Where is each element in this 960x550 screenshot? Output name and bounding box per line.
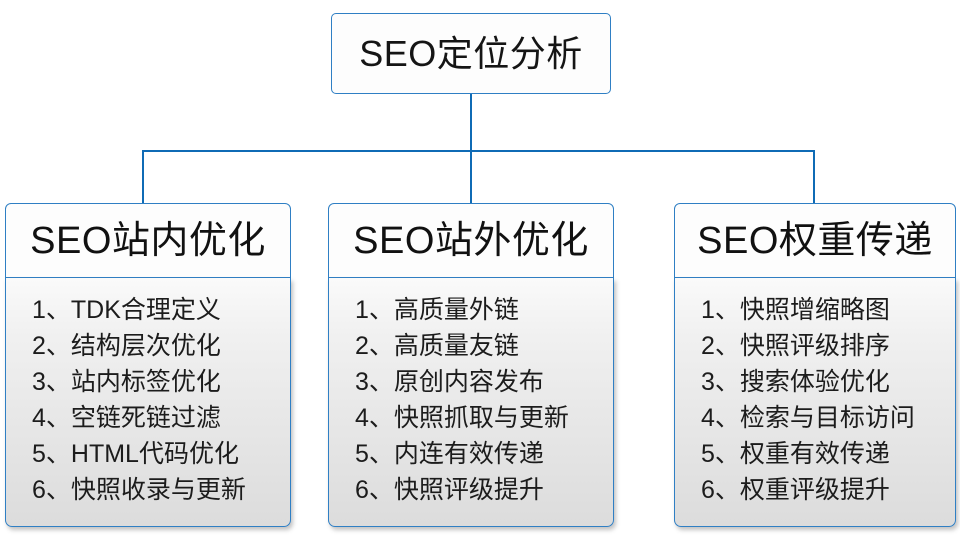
branch-column-2: SEO站外优化 1、 高质量外链 2、 高质量友链 3、 原创内容发布 4、 快	[328, 203, 614, 527]
list-item-index: 4、	[701, 404, 740, 432]
list-item: 4、 检索与目标访问	[675, 400, 955, 436]
list-item-label: 快照抓取与更新	[393, 404, 569, 432]
list-item: 1、 高质量外链	[329, 292, 613, 328]
list-item-label: 快照评级提升	[393, 476, 544, 504]
list-item-label: 结构层次优化	[70, 332, 221, 360]
connector-horizontal-bus	[142, 150, 815, 152]
list-item: 4、 空链死链过滤	[6, 400, 290, 436]
connector-branch-1-vertical	[142, 150, 144, 204]
list-item-label: 原创内容发布	[393, 368, 544, 396]
root-node: SEO定位分析	[331, 13, 611, 94]
list-item: 5、 权重有效传递	[675, 436, 955, 472]
list-item: 2、 结构层次优化	[6, 328, 290, 364]
list-item-label: 空链死链过滤	[70, 404, 221, 432]
list-item: 2、 高质量友链	[329, 328, 613, 364]
list-item-index: 4、	[355, 404, 394, 432]
branch-3-item-list: 1、 快照增缩略图 2、 快照评级排序 3、 搜索体验优化 4、 检索与目标访问…	[675, 292, 955, 508]
branch-column-3: SEO权重传递 1、 快照增缩略图 2、 快照评级排序 3、 搜索体验优化 4、	[674, 203, 956, 527]
list-item-label: 快照收录与更新	[70, 476, 246, 504]
branch-3-body: 1、 快照增缩略图 2、 快照评级排序 3、 搜索体验优化 4、 检索与目标访问…	[674, 278, 956, 527]
list-item-index: 5、	[32, 440, 71, 468]
branch-1-header-label: SEO站内优化	[30, 219, 266, 262]
branch-1-header: SEO站内优化	[5, 203, 291, 278]
list-item-label: TDK合理定义	[70, 296, 221, 324]
list-item-label: 检索与目标访问	[739, 404, 915, 432]
list-item-label: 高质量友链	[393, 332, 519, 360]
list-item-index: 5、	[355, 440, 394, 468]
branch-2-body: 1、 高质量外链 2、 高质量友链 3、 原创内容发布 4、 快照抓取与更新 5…	[328, 278, 614, 527]
list-item: 3、 站内标签优化	[6, 364, 290, 400]
list-item: 2、 快照评级排序	[675, 328, 955, 364]
list-item: 3、 原创内容发布	[329, 364, 613, 400]
list-item-label: 站内标签优化	[70, 368, 221, 396]
branch-1-item-list: 1、 TDK合理定义 2、 结构层次优化 3、 站内标签优化 4、 空链死链过滤…	[6, 292, 290, 508]
list-item-index: 1、	[701, 296, 740, 324]
branch-2-item-list: 1、 高质量外链 2、 高质量友链 3、 原创内容发布 4、 快照抓取与更新 5…	[329, 292, 613, 508]
list-item-label: 搜索体验优化	[739, 368, 890, 396]
list-item: 4、 快照抓取与更新	[329, 400, 613, 436]
connector-branch-2-vertical	[470, 150, 472, 204]
list-item: 6、 快照收录与更新	[6, 472, 290, 508]
list-item-index: 6、	[32, 476, 71, 504]
list-item: 1、 TDK合理定义	[6, 292, 290, 328]
branch-3-header: SEO权重传递	[674, 203, 956, 278]
connector-branch-3-vertical	[813, 150, 815, 204]
list-item-index: 1、	[32, 296, 71, 324]
list-item-index: 1、	[355, 296, 394, 324]
list-item: 1、 快照增缩略图	[675, 292, 955, 328]
branch-column-1: SEO站内优化 1、 TDK合理定义 2、 结构层次优化 3、 站内标签优化 4…	[5, 203, 291, 527]
list-item-index: 6、	[701, 476, 740, 504]
list-item-label: HTML代码优化	[70, 440, 239, 468]
list-item-index: 2、	[355, 332, 394, 360]
root-node-label: SEO定位分析	[359, 32, 583, 74]
list-item-label: 快照评级排序	[739, 332, 890, 360]
connector-root-vertical	[470, 94, 472, 151]
branch-1-body: 1、 TDK合理定义 2、 结构层次优化 3、 站内标签优化 4、 空链死链过滤…	[5, 278, 291, 527]
branch-2-header-label: SEO站外优化	[353, 219, 589, 262]
list-item-index: 5、	[701, 440, 740, 468]
list-item: 6、 快照评级提升	[329, 472, 613, 508]
list-item-index: 3、	[355, 368, 394, 396]
list-item-index: 6、	[355, 476, 394, 504]
list-item: 3、 搜索体验优化	[675, 364, 955, 400]
list-item-label: 权重评级提升	[739, 476, 890, 504]
list-item-label: 权重有效传递	[739, 440, 890, 468]
list-item-label: 内连有效传递	[393, 440, 544, 468]
list-item-label: 高质量外链	[393, 296, 519, 324]
list-item: 5、 内连有效传递	[329, 436, 613, 472]
list-item-index: 3、	[701, 368, 740, 396]
list-item-label: 快照增缩略图	[739, 296, 890, 324]
list-item: 5、 HTML代码优化	[6, 436, 290, 472]
list-item-index: 4、	[32, 404, 71, 432]
list-item-index: 3、	[32, 368, 71, 396]
list-item-index: 2、	[701, 332, 740, 360]
list-item-index: 2、	[32, 332, 71, 360]
branch-3-header-label: SEO权重传递	[697, 219, 933, 262]
branch-2-header: SEO站外优化	[328, 203, 614, 278]
list-item: 6、 权重评级提升	[675, 472, 955, 508]
